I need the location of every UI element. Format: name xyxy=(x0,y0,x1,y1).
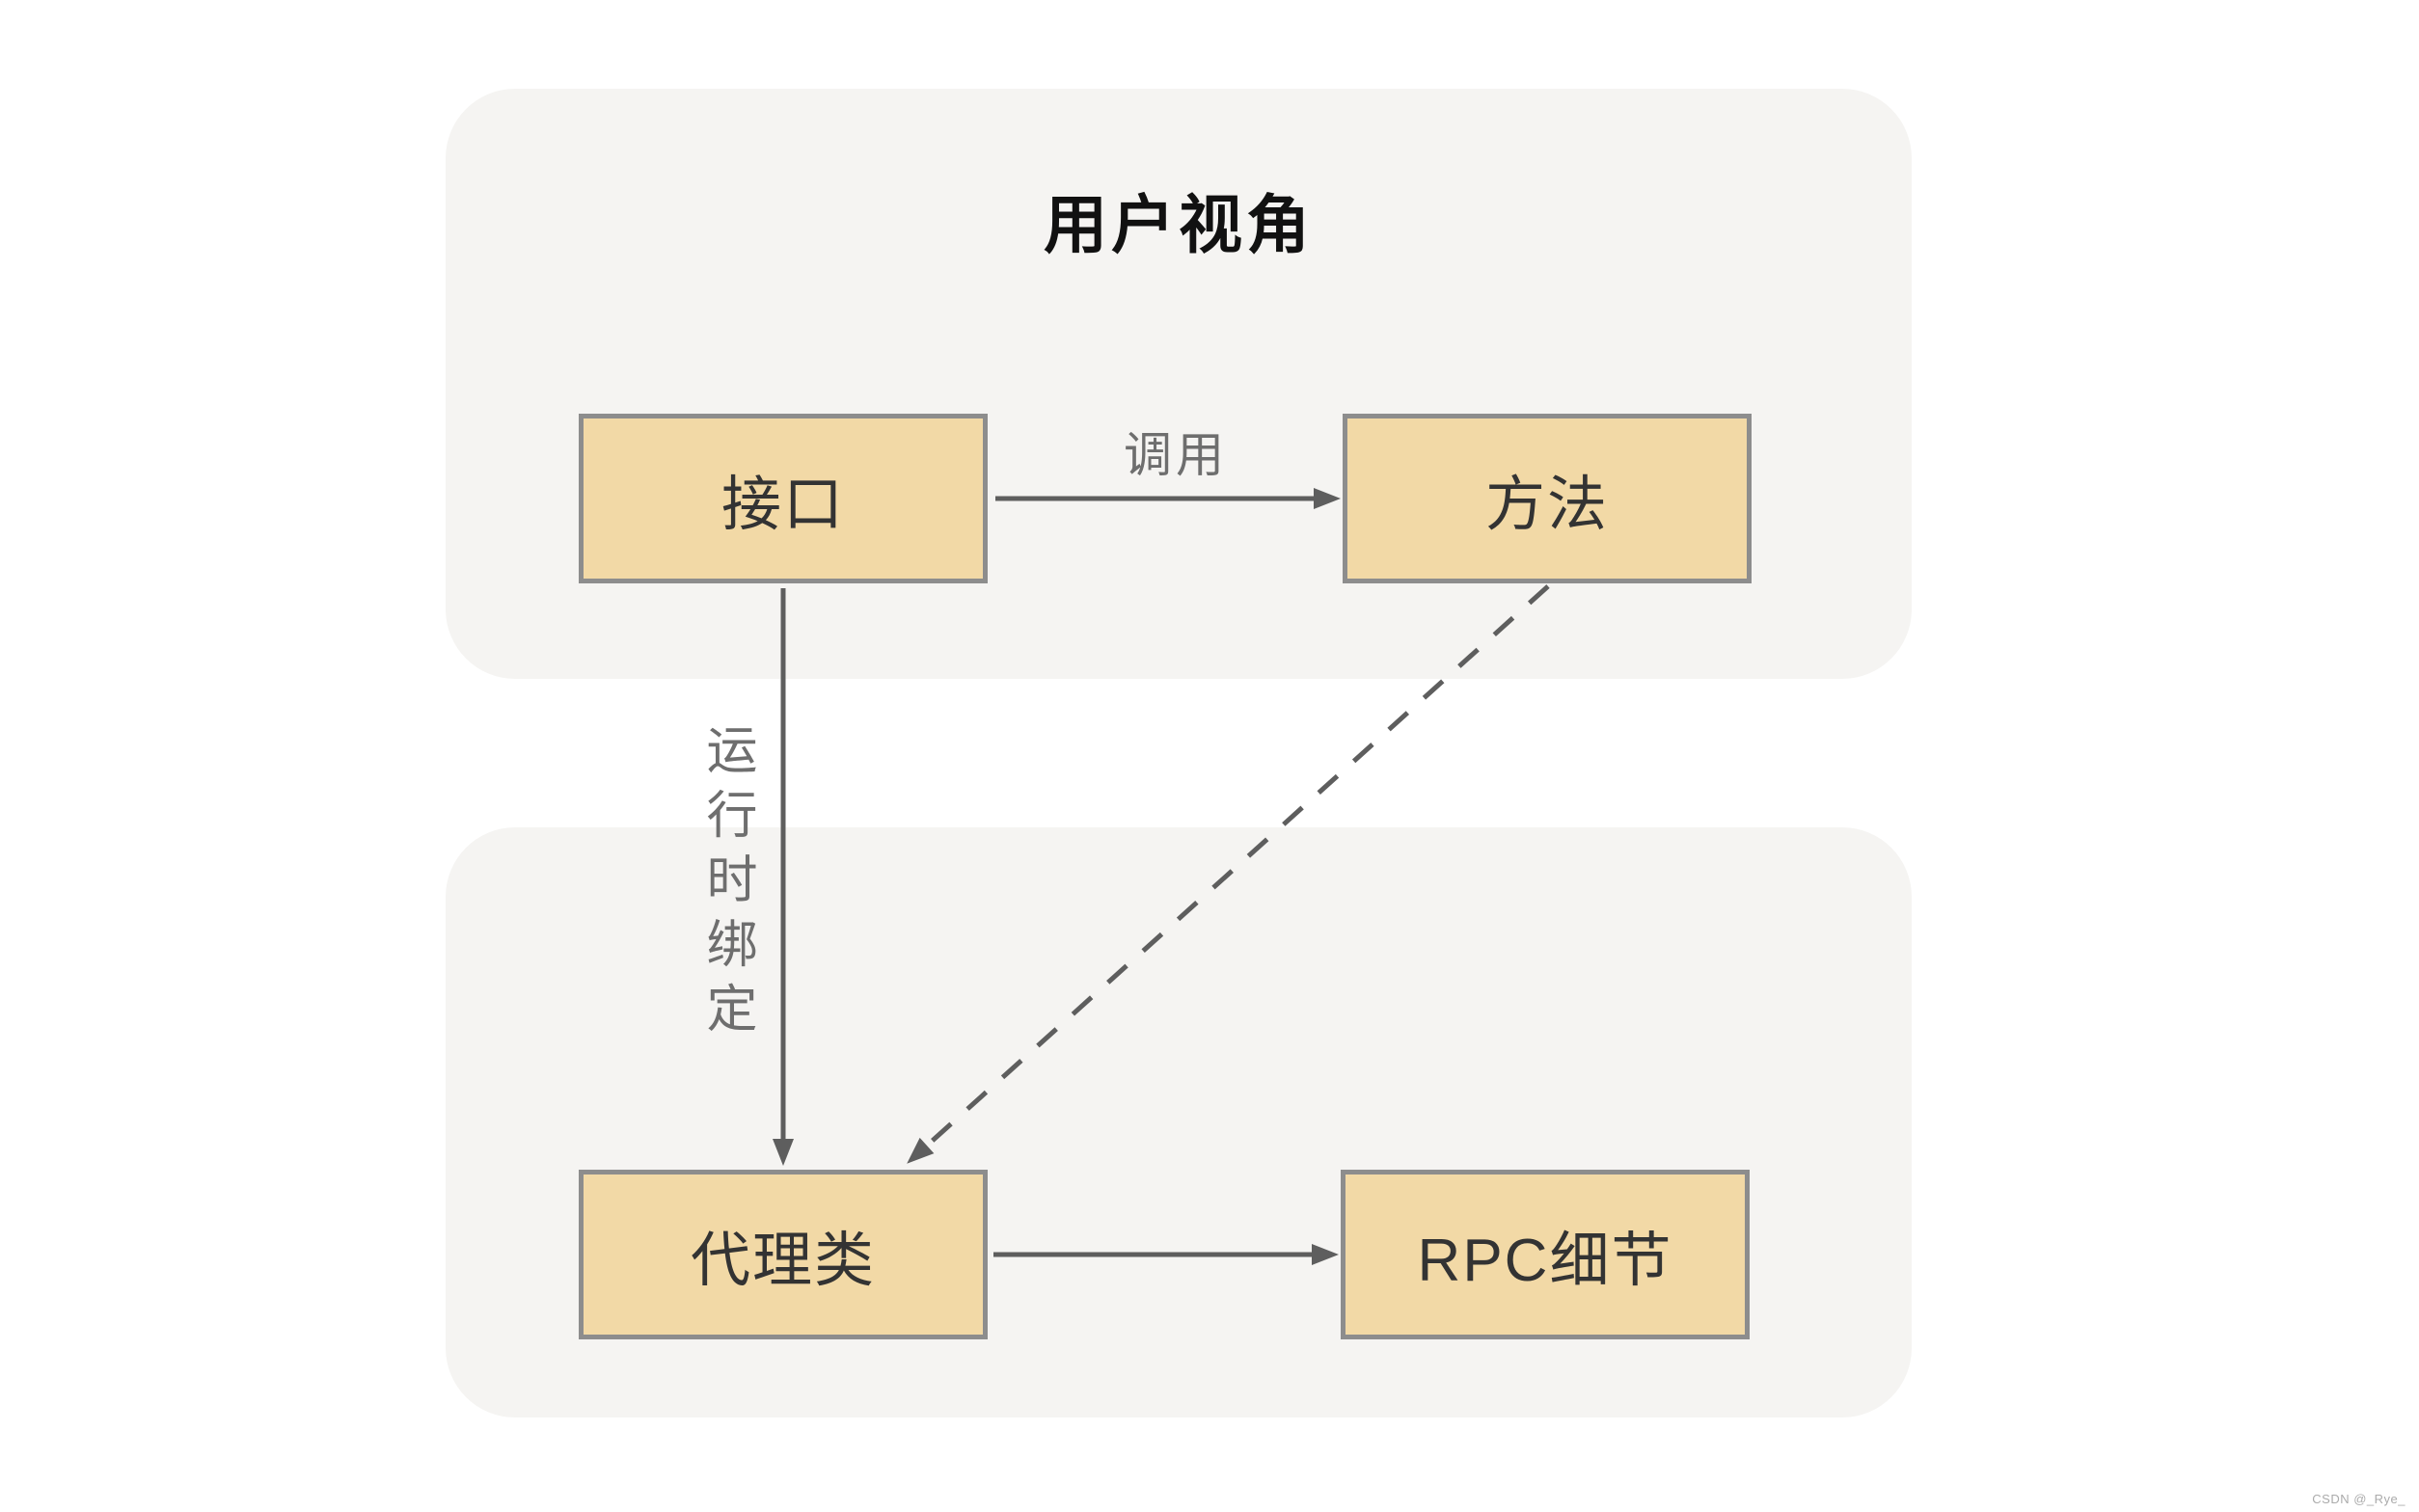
edge-label-call: 调用 xyxy=(1124,428,1228,482)
edge-label-runtime-binding: 运行时绑定 xyxy=(699,723,756,1046)
node-proxy: 代理类 xyxy=(579,1170,988,1339)
node-interface-label: 接口 xyxy=(720,472,845,538)
node-proxy-label: 代理类 xyxy=(690,1228,876,1294)
panel-title-user-view: 用户视角 xyxy=(1044,189,1314,260)
node-rpc-details: RPC细节 xyxy=(1341,1170,1750,1339)
node-method: 方法 xyxy=(1343,414,1752,583)
node-rpc-details-label: RPC细节 xyxy=(1417,1228,1673,1294)
node-interface: 接口 xyxy=(579,414,988,583)
node-method-label: 方法 xyxy=(1484,472,1609,538)
watermark: CSDN @_Rye_ xyxy=(2312,1492,2405,1506)
